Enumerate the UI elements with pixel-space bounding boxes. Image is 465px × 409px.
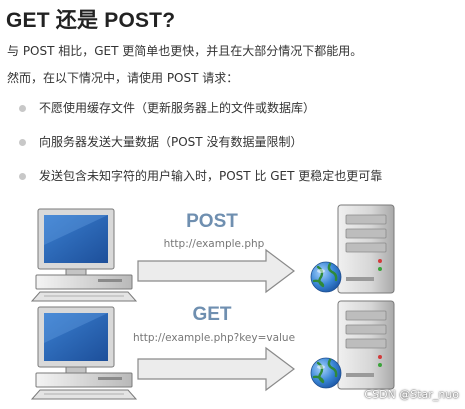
get-url-label: http://example.php?key=value xyxy=(133,332,295,344)
post-globe-icon xyxy=(310,261,342,293)
post-server-icon xyxy=(337,204,395,294)
post-get-diagram: POST http://example.php xyxy=(30,204,395,400)
intro-paragraph: 与 POST 相比，GET 更简单也更快，并且在大部分情况下都能用。 xyxy=(7,44,363,58)
get-computer-icon xyxy=(30,306,138,400)
bullet-dot xyxy=(19,139,26,146)
get-method-label: GET xyxy=(192,304,231,325)
watermark: CSDN @Star_nuo xyxy=(364,388,459,401)
post-computer-icon xyxy=(30,208,138,302)
post-url-label: http://example.php xyxy=(164,238,265,250)
bullet-dot xyxy=(19,105,26,112)
get-globe-icon xyxy=(310,357,342,389)
list-item-text: 向服务器发送大量数据（POST 没有数据量限制） xyxy=(39,135,303,149)
post-method-label: POST xyxy=(186,211,238,232)
get-arrow-icon xyxy=(137,346,295,392)
get-server-icon xyxy=(337,300,395,390)
condition-paragraph: 然而，在以下情况中，请使用 POST 请求： xyxy=(7,71,239,85)
list-item-text: 发送包含未知字符的用户输入时，POST 比 GET 更稳定也更可靠 xyxy=(39,169,383,183)
post-arrow-icon xyxy=(137,248,295,294)
list-item-text: 不愿使用缓存文件（更新服务器上的文件或数据库） xyxy=(39,101,316,115)
page-title: GET 还是 POST? xyxy=(6,9,176,32)
bullet-dot xyxy=(19,173,26,180)
